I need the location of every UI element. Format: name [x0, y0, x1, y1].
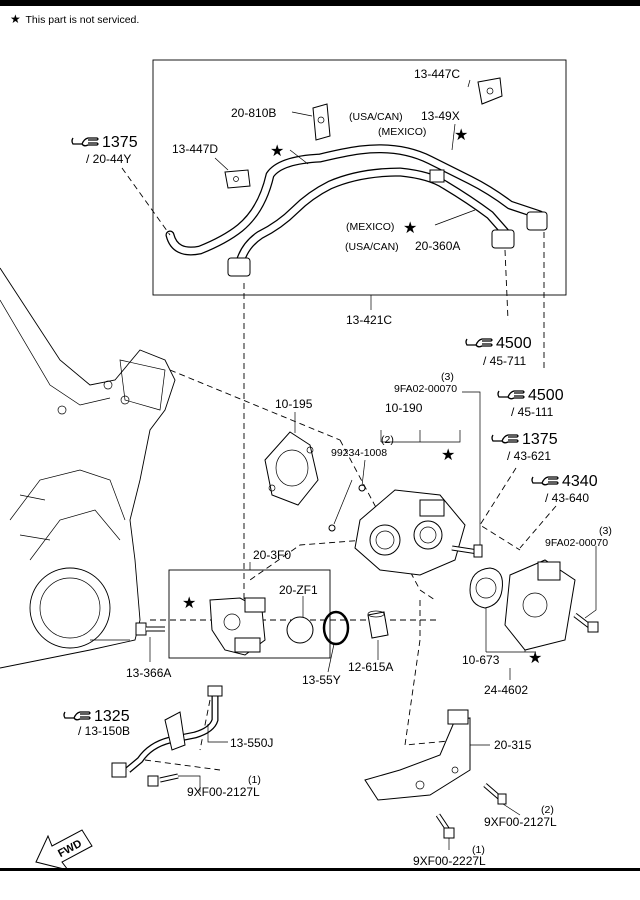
label-12-615A: 12-615A [348, 660, 393, 674]
ref-4340-43-640[interactable]: 4340 / 43-640 [531, 473, 598, 505]
ref-section: / 13-150B [78, 724, 130, 738]
label-13-49X: 13-49X [421, 109, 460, 123]
seal-20-ZF1 [286, 616, 314, 644]
label-qty-1a: (1) [248, 774, 261, 786]
bracket-20-315 [364, 709, 521, 850]
thermostat-housing-10-190 [328, 391, 483, 576]
label-13-550J: 13-550J [230, 736, 273, 750]
pointing-hand-icon [71, 137, 99, 147]
label-qty-2b: (2) [541, 804, 554, 816]
clip-13-447C [477, 77, 503, 105]
ref-section: / 45-711 [483, 354, 526, 368]
star-icon: ★ [441, 447, 455, 464]
ref-1375-43-621[interactable]: 1375 / 43-621 [491, 431, 558, 463]
ref-section: / 45-111 [511, 405, 554, 419]
note-text: This part is not serviced. [25, 14, 140, 26]
label-qty-2a: (2) [381, 434, 394, 446]
thermostat-cover-24-4602 [469, 546, 599, 680]
star-icon: ★ [454, 127, 468, 144]
star-icon: ★ [403, 220, 417, 237]
label-20-ZF1: 20-ZF1 [279, 583, 318, 597]
star-icon: ★ [528, 650, 542, 667]
label-20-315: 20-315 [494, 738, 532, 752]
hose-assembly-box [152, 59, 567, 296]
fwd-arrow-icon: FWD [35, 829, 93, 871]
bottom-rule [0, 868, 640, 871]
engine-block [0, 267, 176, 669]
pointing-hand-icon [465, 338, 493, 348]
label-13-55Y: 13-55Y [302, 673, 341, 687]
ref-number: 1375 [522, 431, 558, 448]
ref-number: 4340 [562, 473, 598, 490]
ref-section: / 43-640 [545, 491, 589, 505]
gasket-10-195 [264, 412, 319, 506]
pointing-hand-icon [63, 711, 91, 721]
ref-number: 1325 [94, 708, 130, 725]
label-9XF00-2127L-b: 9XF00-2127L [484, 815, 557, 829]
o-ring-13-55Y [322, 610, 350, 646]
label-qty-1b: (1) [472, 844, 485, 856]
label-10-195: 10-195 [275, 397, 313, 411]
label-13-366A: 13-366A [126, 666, 171, 680]
label-20-3F0: 20-3F0 [253, 548, 291, 562]
label-10-673: 10-673 [462, 653, 500, 667]
ref-number: 4500 [528, 387, 564, 404]
label-9XF00-2127L-a: 9XF00-2127L [187, 785, 260, 799]
pointing-hand-icon [497, 390, 525, 400]
star-icon: ★ [270, 143, 284, 160]
pointing-hand-icon [531, 476, 559, 486]
ref-1325-13-150B[interactable]: 1325 / 13-150B [63, 708, 130, 738]
label-qty-3a: (3) [441, 371, 454, 383]
clip-13-447D [224, 169, 251, 189]
bolt-13-366A [135, 622, 165, 636]
label-20-360A: 20-360A [415, 239, 460, 253]
label-13-421C: 13-421C [346, 313, 392, 327]
star-icon: ★ [182, 595, 196, 612]
star-icon: ★ [454, 127, 468, 144]
label-13-447C: 13-447C [414, 67, 460, 81]
label-qty-3b: (3) [599, 525, 612, 537]
ref-1375-20-44Y[interactable]: 1375 / 20-44Y [71, 134, 138, 166]
label-9FA02-00070-a: 9FA02-00070 [394, 383, 457, 395]
ref-section: / 20-44Y [86, 152, 131, 166]
ref-4500-45-711[interactable]: 4500 / 45-711 [465, 335, 532, 368]
label-20-810B: 20-810B [231, 106, 276, 120]
ref-4500-45-111[interactable]: 4500 / 45-111 [497, 387, 564, 419]
label-24-4602: 24-4602 [484, 683, 528, 697]
label-9XF00-2227L: 9XF00-2227L [413, 854, 486, 868]
pipe-13-550J [111, 685, 228, 792]
label-usa-can-1: (USA/CAN) [349, 111, 403, 123]
clip-20-810B [312, 103, 331, 141]
thermostat-20-3F0 [209, 597, 266, 656]
label-usa-can-2: (USA/CAN) [345, 241, 399, 253]
water-hose-group [165, 144, 548, 277]
star-icon: ★ [10, 12, 21, 26]
label-mexico-1: (MEXICO) [378, 126, 426, 138]
label-mexico-2: (MEXICO) [346, 221, 394, 233]
label-9FA02-00070-b: 9FA02-00070 [545, 537, 608, 549]
label-13-447D: 13-447D [172, 142, 218, 156]
label-10-190: 10-190 [385, 401, 423, 415]
pointing-hand-icon [491, 434, 519, 444]
top-rule [0, 0, 640, 6]
ref-number: 4500 [496, 335, 532, 352]
ref-section: / 43-621 [507, 449, 551, 463]
not-serviced-note: ★ This part is not serviced. [10, 12, 139, 26]
sleeve-12-615A [367, 610, 389, 639]
label-99234-1008: 99234-1008 [331, 447, 387, 459]
ref-number: 1375 [102, 134, 138, 151]
